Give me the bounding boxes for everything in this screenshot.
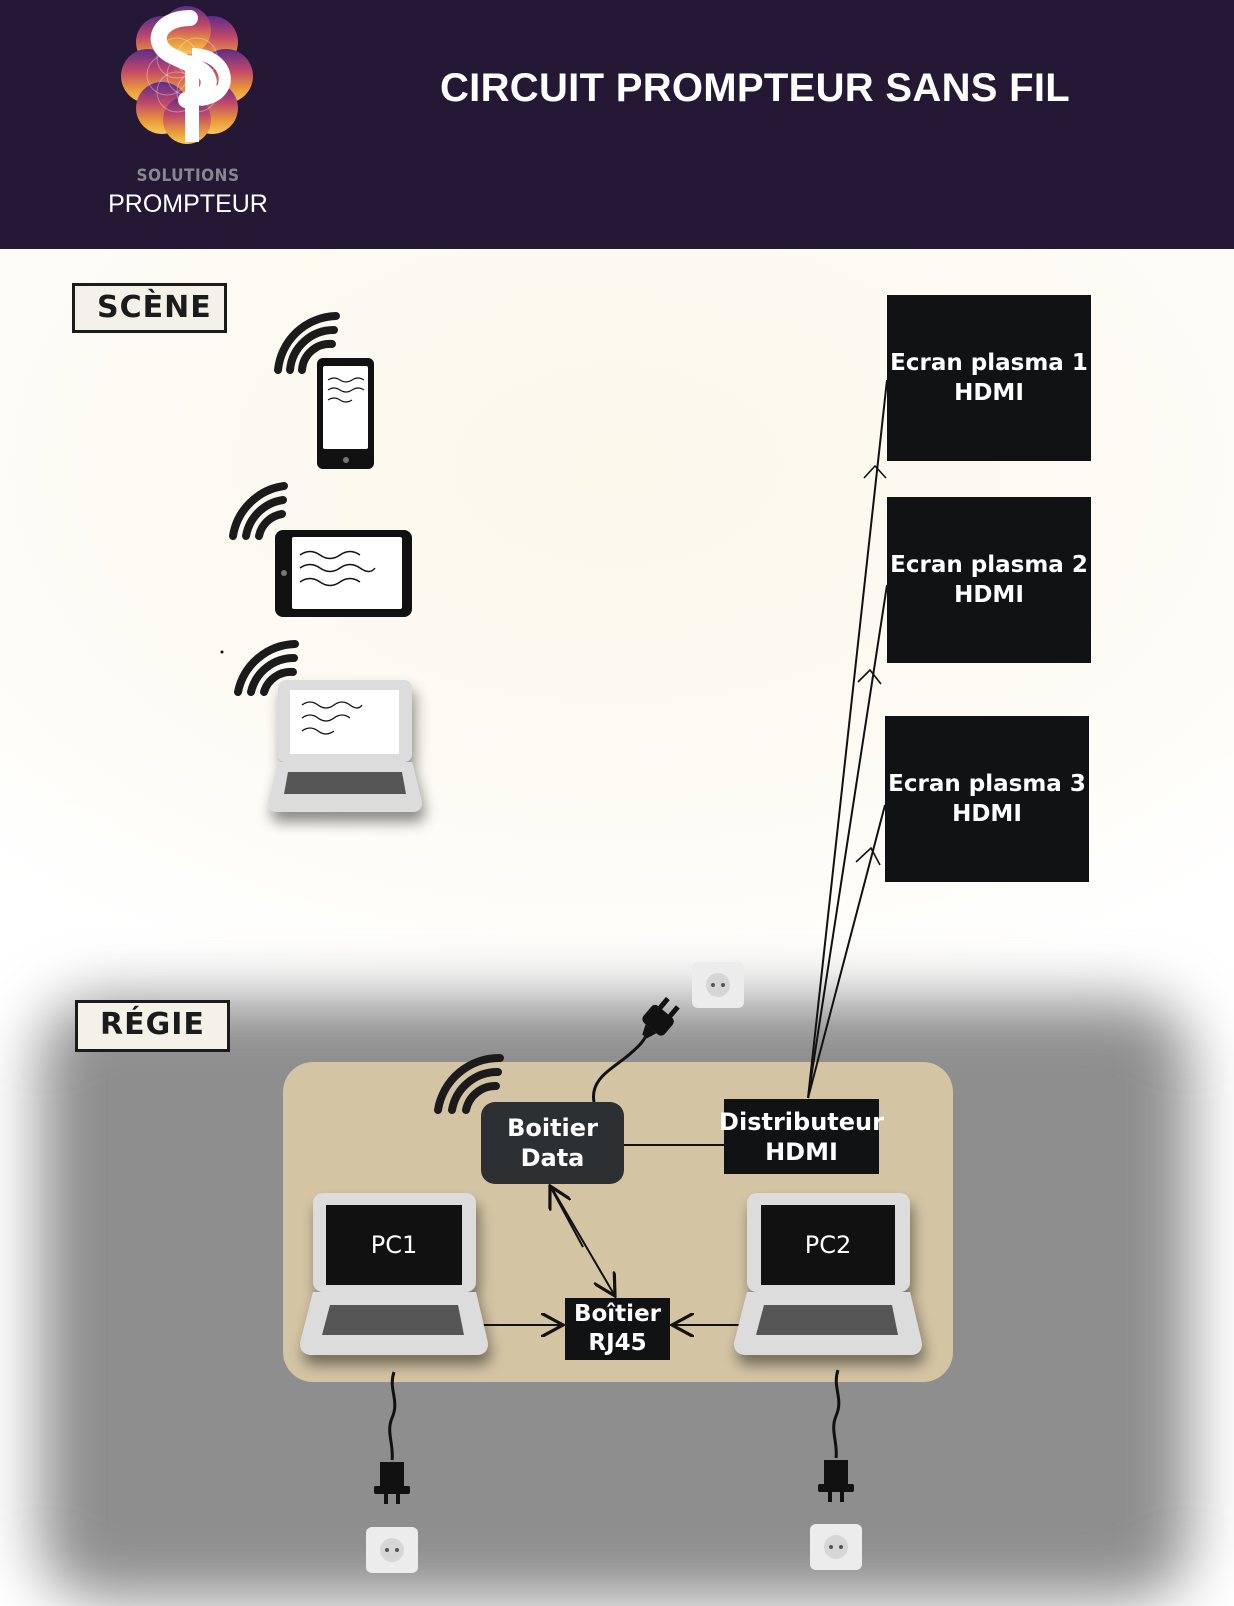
laptop-icon bbox=[234, 640, 422, 812]
tablet-icon bbox=[229, 482, 412, 617]
boitier-rj45-line1: Boîtier bbox=[573, 1301, 662, 1327]
boitier-rj45-box bbox=[565, 1298, 670, 1360]
data-to-rj45-arrow bbox=[552, 1189, 615, 1296]
wifi-icon bbox=[434, 1053, 504, 1114]
ecran-plasma-2-type: HDMI bbox=[954, 582, 1024, 608]
pc1-wall-socket-icon bbox=[366, 1527, 418, 1573]
pc2-wall-socket-icon bbox=[810, 1524, 862, 1570]
distributeur-hdmi-label: Distributeur HDMI bbox=[719, 1099, 884, 1174]
ecran-plasma-1-type: HDMI bbox=[954, 380, 1024, 406]
boitier-data-line2: Data bbox=[520, 1144, 585, 1172]
hdmi-line-3 bbox=[807, 804, 886, 1099]
hdmi-line-1 bbox=[807, 379, 888, 1099]
power-plug-icon bbox=[592, 996, 680, 1103]
hdmi-line-2 bbox=[807, 584, 888, 1099]
ecran-plasma-3-title: Ecran plasma 3 bbox=[888, 771, 1086, 797]
boitier-rj45-line2: RJ45 bbox=[588, 1330, 647, 1356]
header-banner: SOLUTIONS PROMPTEUR CIRCUIT PROMPTEUR SA… bbox=[0, 0, 1234, 249]
pc2-laptop-icon bbox=[734, 1193, 922, 1355]
ecran-plasma-1-title: Ecran plasma 1 bbox=[890, 350, 1088, 376]
brand-name: PROMPTEUR bbox=[108, 190, 268, 218]
ecran-plasma-3-type: HDMI bbox=[952, 801, 1022, 827]
wall-socket-icon bbox=[692, 962, 744, 1008]
ecran-plasma-2: Ecran plasma 2 HDMI bbox=[887, 497, 1091, 663]
brand-tagline: SOLUTIONS bbox=[136, 166, 240, 186]
ecran-plasma-2-title: Ecran plasma 2 bbox=[890, 552, 1088, 578]
scene-label: SCÈNE bbox=[72, 283, 227, 333]
pc1-label: PC1 bbox=[370, 1231, 418, 1259]
regie-label: RÉGIE bbox=[75, 1000, 230, 1052]
ecran-plasma-1: Ecran plasma 1 HDMI bbox=[887, 295, 1091, 461]
distributeur-hdmi-box bbox=[724, 1099, 879, 1174]
page-title: CIRCUIT PROMPTEUR SANS FIL bbox=[440, 66, 1071, 110]
boitier-data-line1: Boitier bbox=[507, 1114, 598, 1142]
boitier-data-box bbox=[481, 1102, 624, 1184]
pc2-power-plug-icon bbox=[818, 1369, 854, 1502]
logo-icon bbox=[121, 6, 253, 144]
distributeur-line1: Distributeur bbox=[719, 1107, 884, 1136]
distributeur-line2: HDMI bbox=[765, 1137, 838, 1166]
ecran-plasma-3: Ecran plasma 3 HDMI bbox=[885, 716, 1089, 882]
pc2-label: PC2 bbox=[804, 1231, 852, 1259]
pc1-laptop-icon bbox=[300, 1193, 488, 1355]
smartphone-icon bbox=[274, 312, 374, 469]
boitier-data-label: Boitier Data bbox=[481, 1102, 624, 1184]
boitier-rj45-label: Boîtier RJ45 bbox=[565, 1298, 670, 1360]
pc1-power-plug-icon bbox=[374, 1371, 410, 1504]
stray-dot bbox=[220, 650, 224, 654]
